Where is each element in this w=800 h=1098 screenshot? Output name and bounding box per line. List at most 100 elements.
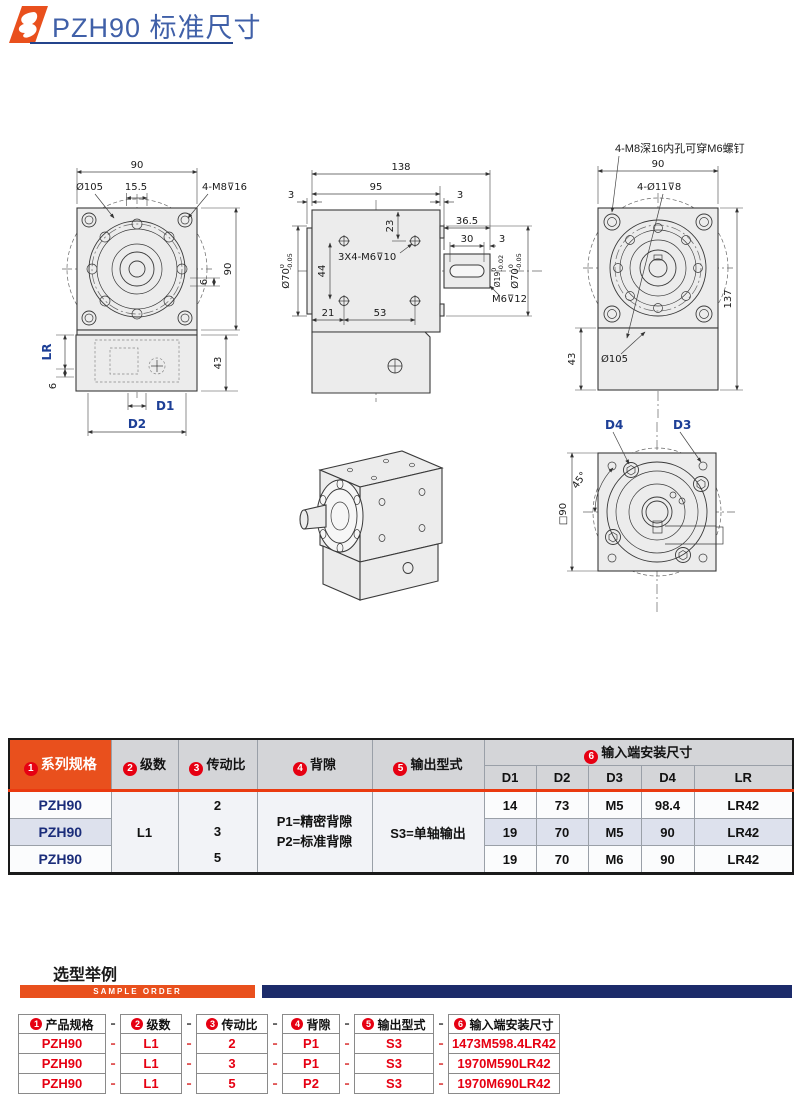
cell-d1: 14 — [483, 789, 537, 819]
note-m8-through: 4-M8深16内孔可穿M6螺钉 — [615, 141, 745, 155]
ratio-value: 5 — [213, 850, 222, 865]
dash: - — [438, 1015, 444, 1032]
bottom-view-geometry — [583, 422, 735, 614]
order-row-2: PZH90 - L1 - 3 - P1 - S3 - 1970M590LR42 — [18, 1054, 560, 1074]
order-output: S3 — [354, 1054, 434, 1074]
spec-row-2: PZH90 19 70 M5 90 LR42 — [8, 818, 794, 846]
dim-90: 90 — [652, 159, 665, 170]
bullet-1-icon: 1 — [23, 761, 38, 776]
bullet-4-icon: 4 — [291, 1018, 304, 1030]
dim-d2: D2 — [128, 417, 146, 431]
title-underline — [30, 42, 233, 44]
dash: - — [272, 1075, 278, 1092]
dim-6-right: 6 — [199, 279, 210, 285]
dash: - — [344, 1015, 350, 1032]
dim-23: 23 — [385, 220, 396, 233]
dim-30: 30 — [461, 234, 474, 245]
cell-d3: M5 — [587, 818, 642, 846]
cell-d4: 90 — [640, 818, 695, 846]
cell-series: PZH90 — [8, 845, 112, 874]
dim-dia70-left: Ø700-0.05 — [280, 253, 294, 289]
dim-3-right: 3 — [457, 190, 463, 201]
side-view-geometry — [298, 200, 542, 402]
cell-lr: LR42 — [693, 789, 794, 819]
order-stage: L1 — [120, 1034, 182, 1054]
cell-stage: L1 — [110, 789, 179, 874]
order-row-3: PZH90 - L1 - 5 - P2 - S3 - 1970M690LR42 — [18, 1074, 560, 1094]
dash: - — [344, 1035, 350, 1052]
dim-21: 21 — [322, 308, 335, 319]
dash: - — [344, 1055, 350, 1072]
order-product: PZH90 — [18, 1034, 106, 1054]
cell-d2: 70 — [535, 818, 589, 846]
dash: - — [186, 1055, 192, 1072]
dim-44: 44 — [317, 265, 328, 278]
dash: - — [438, 1055, 444, 1072]
cell-d1: 19 — [483, 818, 537, 846]
cell-d3: M6 — [587, 845, 642, 874]
cell-backlash: P1=精密背隙 P2=标准背隙 — [256, 789, 373, 874]
order-stage: L1 — [120, 1054, 182, 1074]
dash: - — [110, 1015, 116, 1032]
spec-row-1: PZH90 L1 2 3 5 P1=精密背隙 P2=标准背隙 S3=单轴输出 1… — [8, 789, 794, 874]
dim-3-key: 3 — [499, 234, 505, 245]
cell-series: PZH90 — [8, 818, 112, 846]
order-output: S3 — [354, 1074, 434, 1094]
dim-d4: D4 — [605, 418, 623, 432]
dash: - — [186, 1075, 192, 1092]
backlash-option: P2=标准背隙 — [276, 834, 353, 849]
cell-d3: M5 — [587, 789, 642, 819]
cell-series: PZH90 — [8, 789, 112, 819]
order-backlash: P2 — [282, 1074, 340, 1094]
sample-order-badge: SAMPLE ORDER — [20, 985, 255, 998]
order-mount: 1970M590LR42 — [448, 1054, 560, 1074]
header-d1: D1 — [483, 765, 537, 791]
dim-dia70-right: Ø700-0.05 — [507, 253, 523, 289]
cell-d4: 98.4 — [640, 789, 695, 819]
header-lr: LR — [693, 765, 794, 791]
bullet-2-icon: 2 — [131, 1018, 144, 1030]
backlash-option: P1=精密背隙 — [276, 814, 353, 829]
ratio-value: 3 — [213, 824, 222, 839]
bullet-5-icon: 5 — [362, 1018, 375, 1030]
cell-d2: 73 — [535, 789, 589, 819]
dash: - — [186, 1035, 192, 1052]
cell-d1: 19 — [483, 845, 537, 874]
drawing-front-view: 90 Ø105 15.5 4-M8⊽16 90 6 43 LR 6 — [40, 160, 247, 436]
page-title: PZH90 标准尺寸 — [52, 13, 262, 43]
bullet-4-icon: 4 — [292, 761, 307, 776]
dash: - — [186, 1015, 192, 1032]
cell-output-type: S3=单轴输出 — [371, 789, 485, 874]
back-view-geometry — [583, 193, 733, 418]
dim-45deg: 45° — [570, 470, 589, 491]
dash: - — [272, 1035, 278, 1052]
dim-36-5: 36.5 — [456, 216, 478, 227]
cell-d4: 90 — [640, 845, 695, 874]
dim-137: 137 — [723, 289, 734, 308]
order-stage: L1 — [120, 1074, 182, 1094]
spec-row-3: PZH90 19 70 M6 90 LR42 — [8, 845, 794, 874]
drawing-side-view: 138 95 3 3 23 44 3X4-M6⊽10 21 53 — [280, 162, 542, 402]
dim-sq90: □90 — [558, 503, 569, 525]
drawing-back-view: 4-M8深16内孔可穿M6螺钉 90 4-Ø11⊽8 137 43 Ø105 — [567, 141, 745, 418]
ratio-value: 2 — [213, 798, 222, 813]
dim-dia19: Ø190-0.02 — [490, 255, 505, 287]
dash: - — [344, 1075, 350, 1092]
bullet-1-icon: 1 — [30, 1018, 43, 1030]
dim-d1: D1 — [156, 399, 174, 413]
bullet-6-icon: 6 — [584, 749, 599, 764]
cell-ratios: 2 3 5 — [177, 789, 258, 874]
brand-logo — [9, 6, 48, 43]
dim-d3: D3 — [673, 418, 691, 432]
sample-order-title: 选型举例 — [53, 967, 118, 984]
order-output: S3 — [354, 1034, 434, 1054]
